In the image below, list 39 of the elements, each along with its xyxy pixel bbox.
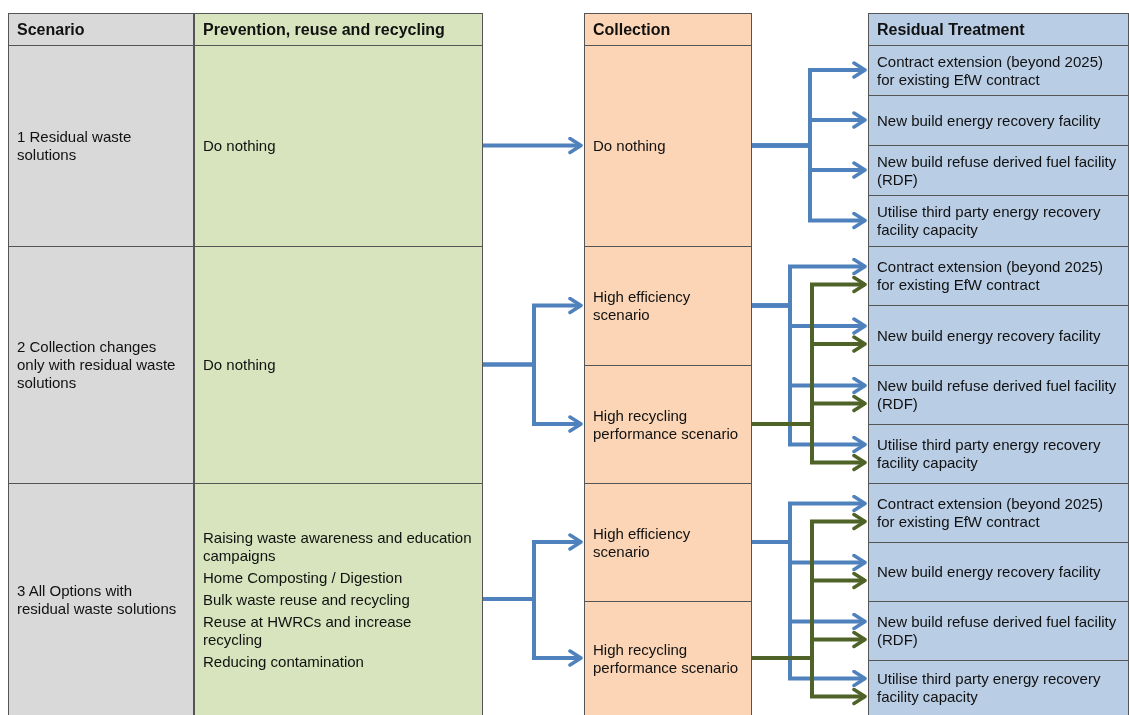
treatment-cell: New build energy recovery facility <box>868 95 1129 146</box>
scenario-cell: 2 Collection changes only with residual waste solutions <box>8 246 194 484</box>
arrow <box>752 303 867 454</box>
arrow <box>483 136 583 155</box>
list-item: Reducing contamination <box>203 652 365 671</box>
list-item: Raising waste awareness and education campaigns <box>203 528 473 565</box>
treatment-cell: New build refuse derived fuel facility (RDF) <box>868 365 1129 425</box>
scenario-cell: 3 All Options with residual waste solutions <box>8 483 194 715</box>
option-cell: Do nothing <box>194 45 483 247</box>
list-item: Bulk waste reuse and recycling <box>203 590 411 609</box>
option-cell: High recycling performance scenario <box>584 601 752 715</box>
treatment-cell: Utilise third party energy recovery facility capacity <box>868 424 1129 484</box>
arrow <box>752 143 867 230</box>
treatment-cell: Utilise third party energy recovery facility capacity <box>868 660 1129 715</box>
column-header: Prevention, reuse and recycling <box>194 13 483 46</box>
treatment-cell: New build energy recovery facility <box>868 542 1129 602</box>
arrow <box>483 597 583 667</box>
arrow <box>752 422 867 472</box>
option-cell <box>194 483 483 715</box>
option-cell: High efficiency scenario <box>584 483 752 602</box>
treatment-cell: Contract extension (beyond 2025) for existing EfW contract <box>868 246 1129 306</box>
arrow <box>752 656 867 706</box>
treatment-cell: Contract extension (beyond 2025) for existing EfW contract <box>868 483 1129 543</box>
treatment-cell: New build refuse derived fuel facility (RDF) <box>868 601 1129 661</box>
treatment-cell: Contract extension (beyond 2025) for existing EfW contract <box>868 45 1129 96</box>
column-header: Scenario <box>8 13 194 46</box>
treatment-cell: Utilise third party energy recovery facility capacity <box>868 195 1129 247</box>
option-cell: High efficiency scenario <box>584 246 752 366</box>
scenario-cell: 1 Residual waste solutions <box>8 45 194 247</box>
list-item: Home Composting / Digestion <box>203 568 404 587</box>
treatment-cell: New build energy recovery facility <box>868 305 1129 366</box>
column-header: Residual Treatment <box>868 13 1129 46</box>
option-cell: Do nothing <box>194 246 483 484</box>
treatment-cell: New build refuse derived fuel facility (RDF) <box>868 145 1129 196</box>
column-header: Collection <box>584 13 752 46</box>
arrow <box>483 362 583 433</box>
option-cell: High recycling performance scenario <box>584 365 752 484</box>
list-item: Reuse at HWRCs and increase recycling <box>203 612 413 649</box>
option-cell: Do nothing <box>584 45 752 247</box>
